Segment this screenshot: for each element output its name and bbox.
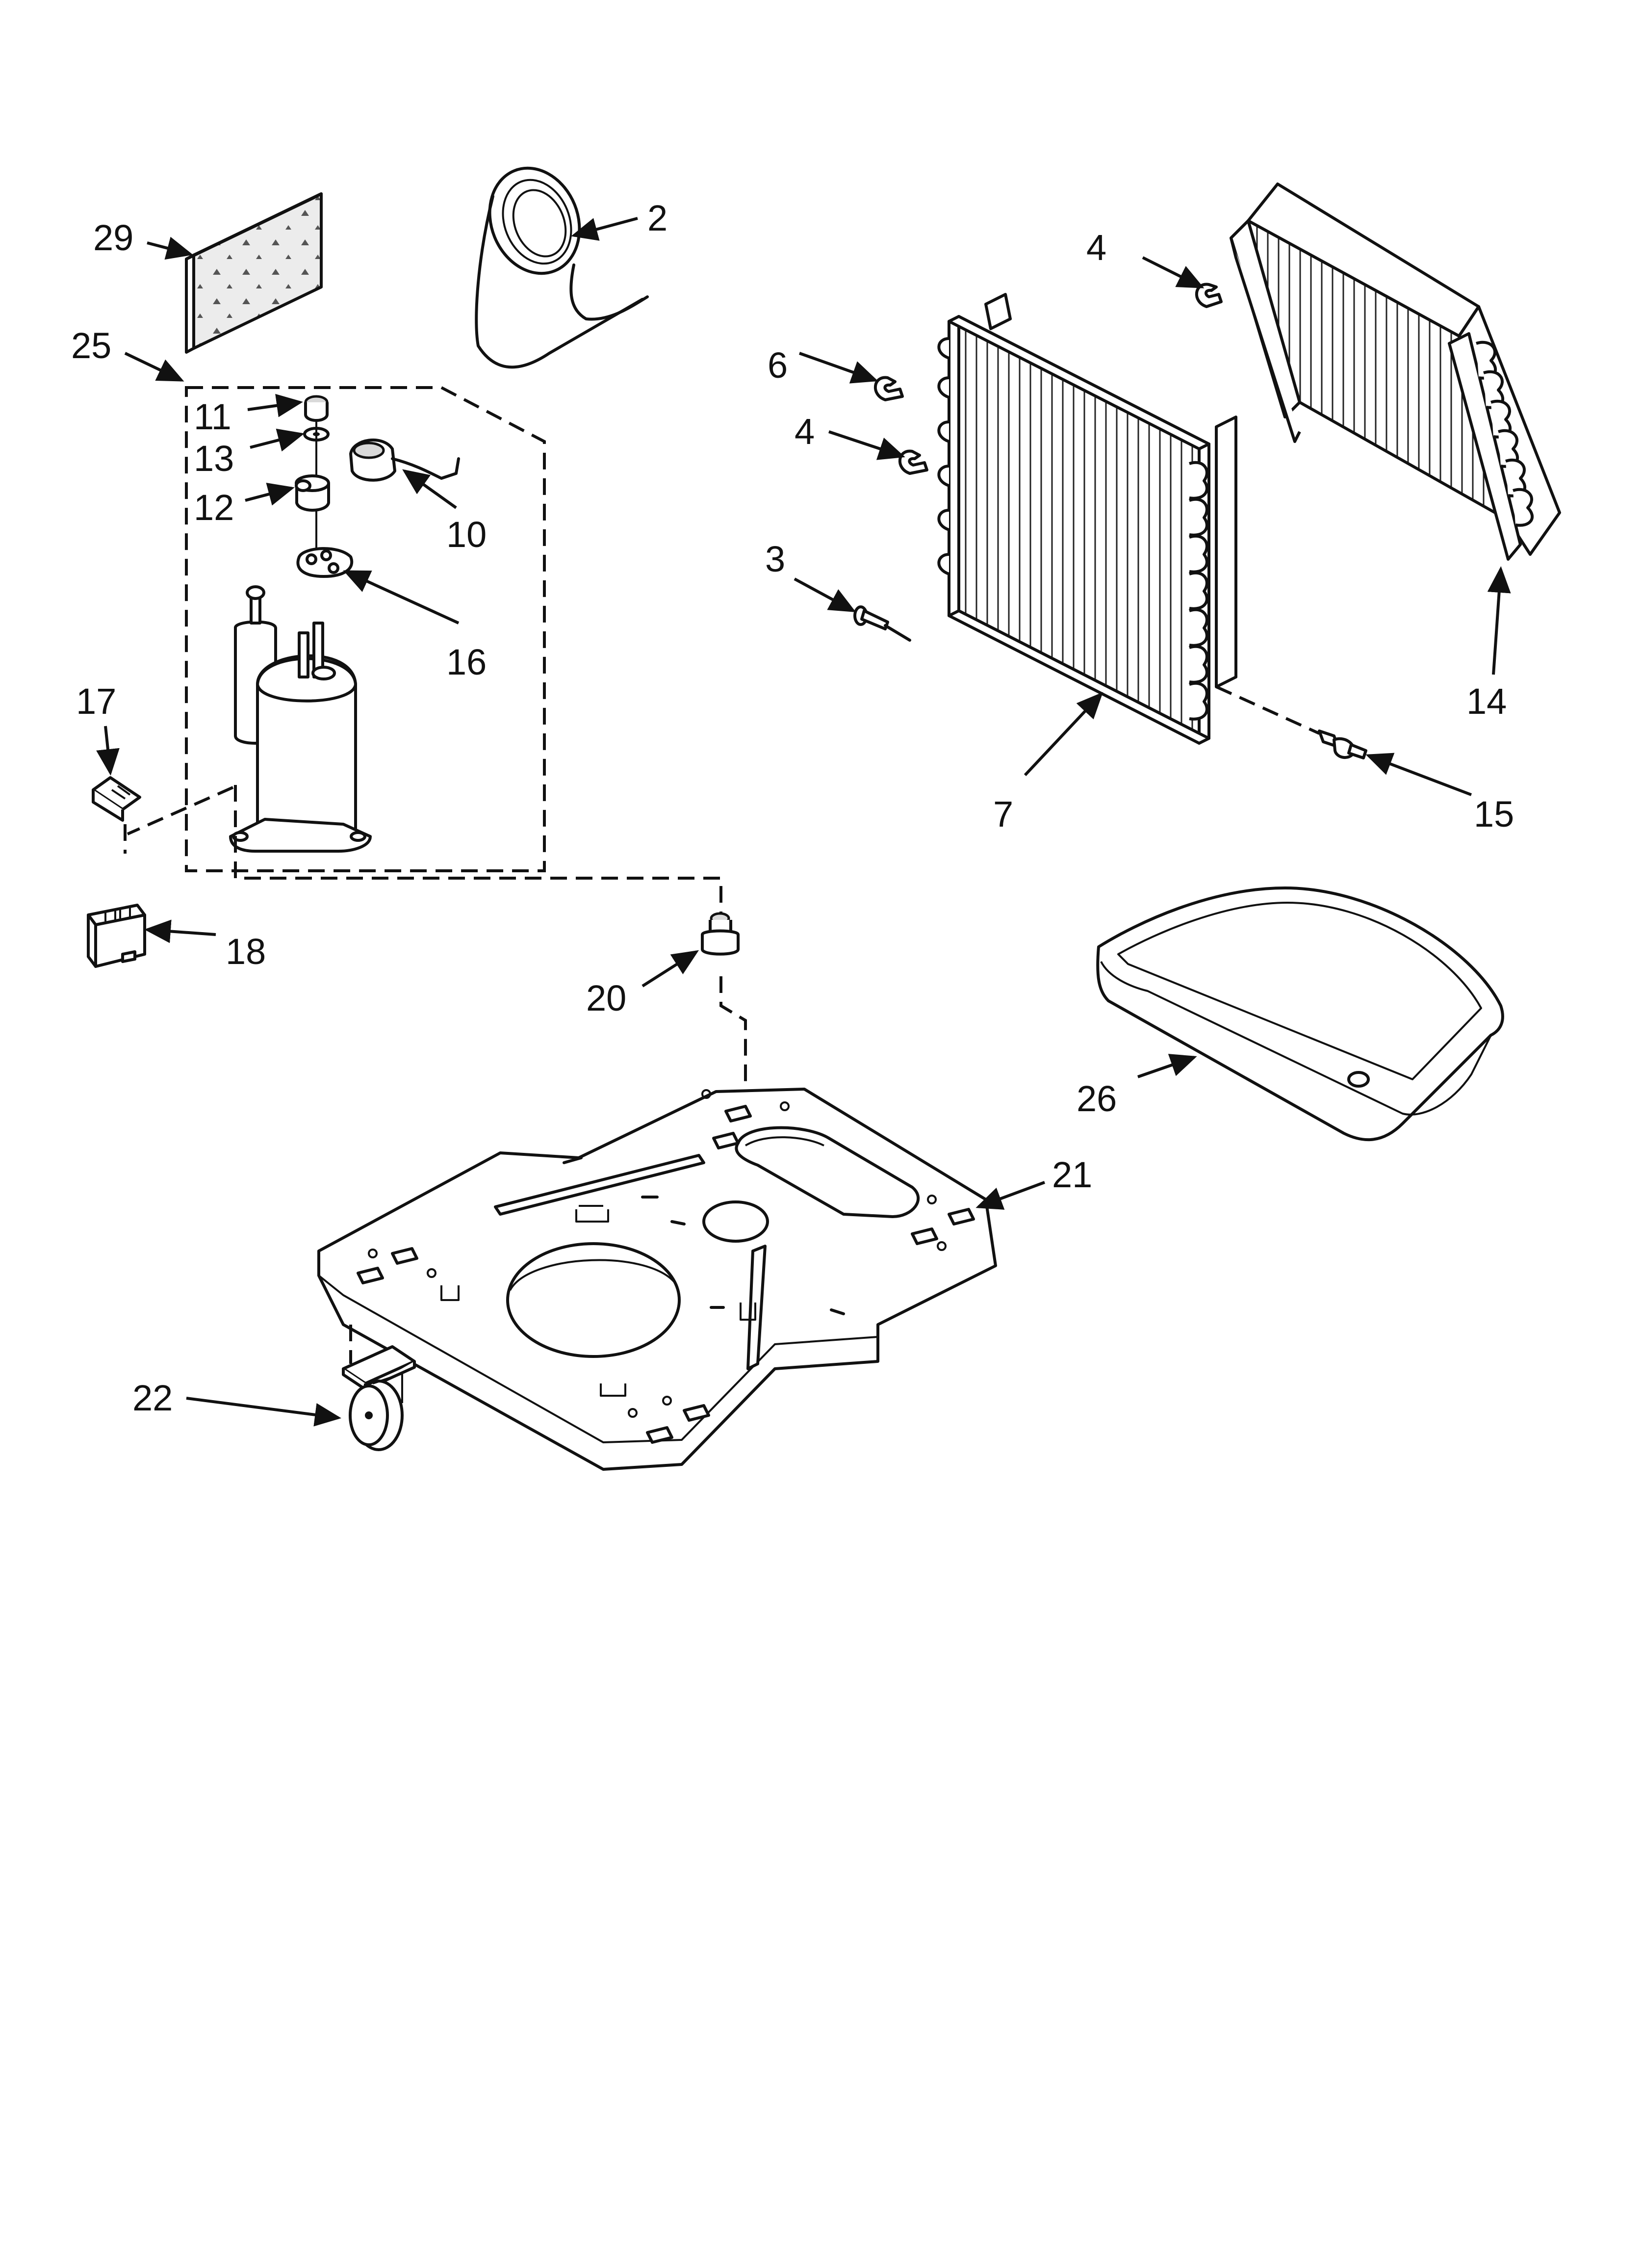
callout-11: 11 — [194, 396, 231, 437]
callout-29: 29 — [93, 217, 133, 258]
callout-labels: 29 2 25 11 13 12 10 16 17 18 20 4 6 4 3 … — [71, 198, 1514, 1418]
callout-16: 16 — [446, 642, 487, 682]
callout-15: 15 — [1474, 794, 1514, 834]
callout-22: 22 — [132, 1378, 173, 1418]
callout-6: 6 — [768, 345, 788, 386]
compressor-assembly-25 — [185, 386, 546, 872]
callout-7: 7 — [993, 794, 1013, 834]
grommet-20 — [701, 912, 740, 956]
base-pan-21 — [317, 1088, 997, 1471]
condenser-coil-7 — [937, 293, 1237, 745]
callout-3: 3 — [765, 539, 785, 579]
callout-13: 13 — [194, 438, 234, 479]
coil-return-bends — [1189, 461, 1208, 721]
callout-12: 12 — [194, 487, 234, 528]
clip-4-mid — [898, 449, 928, 475]
filter-panel-29 — [185, 192, 323, 354]
callout-26: 26 — [1077, 1078, 1117, 1119]
callout-20: 20 — [586, 978, 626, 1018]
leader-lines — [96, 217, 1511, 1427]
caster-22 — [342, 1345, 416, 1451]
relay-18 — [87, 904, 146, 968]
callout-18: 18 — [226, 931, 266, 972]
callout-10: 10 — [446, 514, 487, 555]
callout-17: 17 — [76, 681, 116, 722]
callout-4-top: 4 — [1086, 227, 1106, 268]
callout-2: 2 — [647, 198, 667, 238]
duct-collar-2 — [475, 166, 649, 369]
screw-3 — [853, 605, 911, 642]
callout-14: 14 — [1466, 681, 1507, 722]
callout-4-mid: 4 — [795, 411, 815, 452]
evaporator-coil-14 — [1230, 182, 1561, 561]
drain-pan-26 — [1096, 886, 1504, 1142]
callout-25: 25 — [71, 325, 111, 366]
clip-6 — [873, 376, 904, 401]
evaporator-bends — [1476, 340, 1534, 527]
valve-15 — [1318, 730, 1367, 759]
callout-21: 21 — [1052, 1154, 1092, 1195]
clip-17 — [92, 776, 141, 822]
